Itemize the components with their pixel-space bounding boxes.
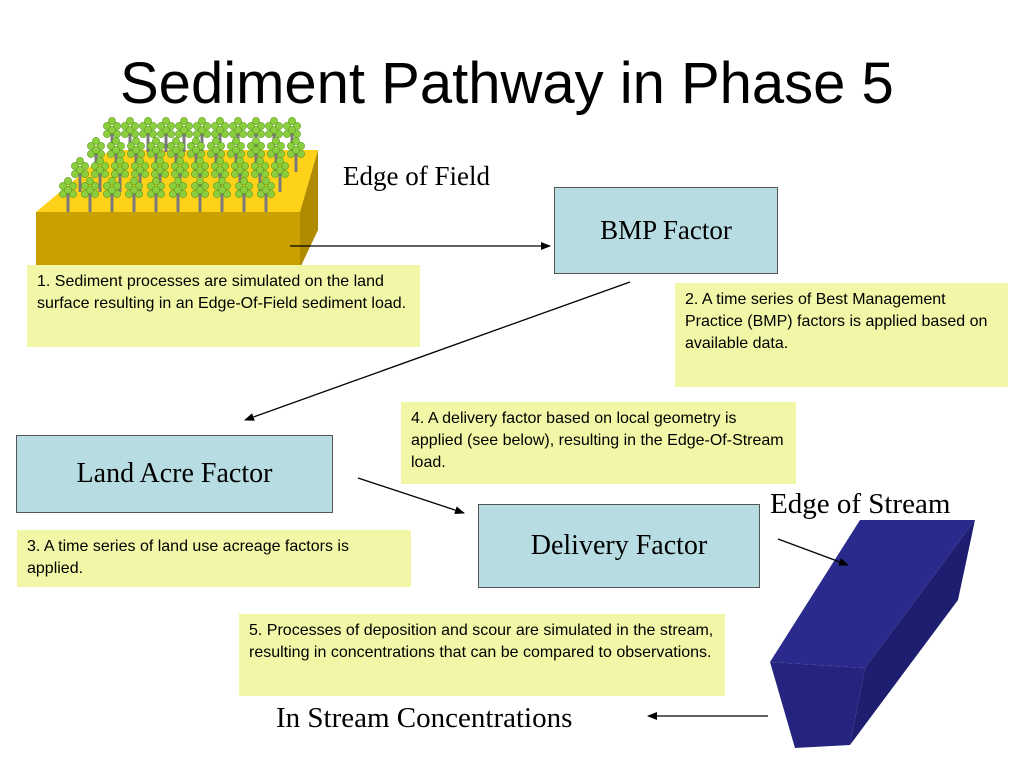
in-stream-concentrations-label: In Stream Concentrations	[276, 702, 573, 734]
note-5: 5. Processes of deposition and scour are…	[239, 614, 725, 696]
land-acre-factor-label: Land Acre Factor	[76, 458, 273, 489]
arrow-bmp-to-landacre	[244, 281, 631, 421]
land-acre-factor-box: Land Acre Factor	[16, 435, 333, 513]
crop-plants-icon	[59, 117, 305, 212]
bmp-factor-box: BMP Factor	[554, 187, 778, 274]
edge-of-field-label: Edge of Field	[343, 161, 490, 191]
delivery-factor-box: Delivery Factor	[478, 504, 760, 588]
note-4: 4. A delivery factor based on local geom…	[401, 402, 796, 484]
edge-of-stream-label: Edge of Stream	[770, 488, 951, 520]
note-2: 2. A time series of Best Management Prac…	[675, 283, 1008, 387]
slide-title: Sediment Pathway in Phase 5	[120, 51, 894, 116]
delivery-factor-label: Delivery Factor	[530, 530, 708, 561]
arrow-delivery-to-stream	[777, 538, 849, 566]
note-1: 1. Sediment processes are simulated on t…	[27, 265, 420, 347]
bmp-factor-label: BMP Factor	[600, 215, 732, 245]
note-3: 3. A time series of land use acreage fac…	[17, 530, 411, 587]
arrow-landacre-to-delivery	[357, 477, 465, 514]
